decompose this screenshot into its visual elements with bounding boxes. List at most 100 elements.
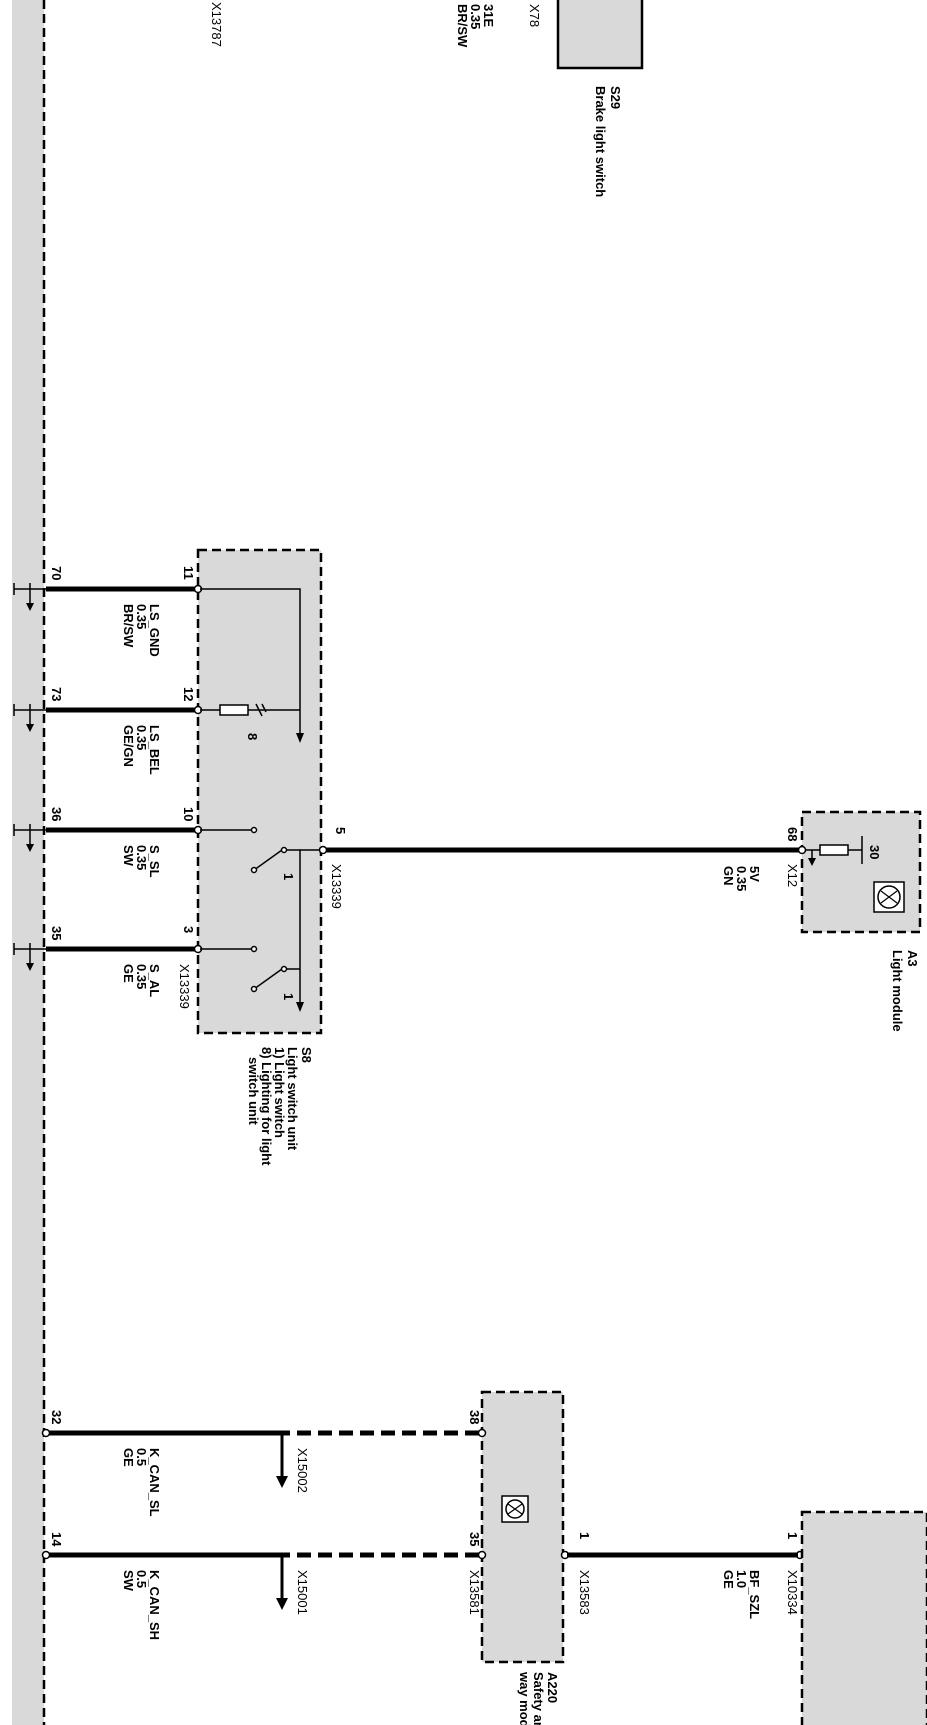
- k-can-sl-size: 0.5: [134, 1448, 149, 1466]
- k-can-sl-signal: K_CAN_SL: [147, 1448, 162, 1517]
- brake-switch-name: Brake light switch: [593, 86, 608, 197]
- terminal-arrow-70: [26, 603, 34, 611]
- s8-pin-10: 10: [181, 807, 196, 821]
- safety-pin-38-mark: [477, 1428, 487, 1438]
- s8-pin-12: 12: [181, 687, 196, 701]
- s8-lamp-arrows: [255, 703, 267, 717]
- light-module-internal: [806, 836, 863, 864]
- light-module-box: [800, 810, 922, 934]
- k-can-sl-color: GE: [121, 1448, 136, 1467]
- s8-gnd-line: [200, 588, 301, 735]
- safety-module-name2: way modu: [517, 1671, 532, 1725]
- splice-arrows: [276, 1476, 288, 1610]
- splice-x15002: X15002: [295, 1448, 310, 1493]
- light-module-ecu-icon: [873, 881, 905, 913]
- safety-module-box: [480, 1390, 565, 1664]
- s8-id: S8: [299, 1047, 314, 1063]
- light-module-node-30: 30: [867, 845, 882, 859]
- s8-part1: 1) Light switch: [272, 1047, 287, 1138]
- bf-szl-signal: BF_SZL: [747, 1570, 762, 1619]
- s-sl-size: 0.35: [134, 845, 149, 870]
- bottom-right-connector: X10334: [785, 1570, 800, 1615]
- light-module-pin-68: 68: [785, 827, 800, 841]
- light-module-wire-size: 0.35: [734, 866, 749, 891]
- light-module-id: A3: [905, 950, 920, 967]
- can-pin-32: 32: [49, 1410, 64, 1424]
- s8-switch2-number: 1: [281, 993, 296, 1000]
- left-module-strip: [12, 0, 44, 1725]
- s-al-color: GE: [121, 964, 136, 983]
- brake-switch-wire-color: BR/SW: [455, 4, 470, 48]
- s8-wires: [46, 586, 196, 952]
- light-module-resistor: [819, 844, 849, 856]
- s8-part2: 8) Lighting for light: [259, 1047, 274, 1166]
- terminal-arrow-73: [26, 724, 34, 732]
- bf-szl-size: 1.0: [734, 1570, 749, 1588]
- s8-gnd-arrow: [296, 733, 304, 743]
- brake-switch-id: S29: [608, 86, 623, 109]
- s8-lamp-resistor: [219, 704, 249, 716]
- safety-connector-x13581: X13581: [467, 1570, 482, 1615]
- s8-pin-3: 3: [181, 926, 196, 933]
- terminal-35: [13, 943, 46, 965]
- safety-pin-1: 1: [577, 1532, 592, 1539]
- s8-internal-arrows: [296, 733, 304, 1012]
- light-module-wire-color: GN: [721, 866, 736, 886]
- k-can-sh-color: SW: [121, 1570, 136, 1592]
- left-terminals: [13, 583, 46, 965]
- s-al-signal: S_AL: [147, 964, 162, 997]
- s8-switch1-number: 1: [281, 873, 296, 880]
- ls-gnd-color: BR/SW: [121, 604, 136, 648]
- can-wires: [46, 1430, 480, 1600]
- s-sl-color: SW: [121, 845, 136, 867]
- bottom-right-box: [800, 1510, 927, 1725]
- ls-bel-signal: LS_BEL: [147, 725, 162, 775]
- terminal-arrow-36: [26, 844, 34, 852]
- s8-switch1-blade: [253, 849, 283, 871]
- s8-pin-11: 11: [181, 566, 196, 580]
- s8-switch1-contact-a: [250, 826, 258, 834]
- ecu-icon-cross: [880, 890, 898, 904]
- can-left-mark-32: [41, 1428, 51, 1438]
- terminal-73: [13, 704, 46, 726]
- safety-pin-38: 38: [467, 1410, 482, 1424]
- k-can-sh-signal: K_CAN_SH: [147, 1570, 162, 1640]
- s8-pin-5-mark: [318, 845, 328, 855]
- safety-ecu-cross: [507, 1503, 523, 1515]
- brake-switch-wire-size: 0.35: [468, 4, 483, 29]
- terminal-36: [13, 824, 46, 846]
- s-sl-signal: S_SL: [147, 845, 162, 878]
- s8-lamp-8: 8: [245, 733, 260, 740]
- light-module-ground-arrow: [808, 858, 816, 866]
- terminal-arrow-35: [26, 963, 34, 971]
- terminal-arrows: [26, 603, 34, 971]
- ls-gnd-size: 0.35: [134, 604, 149, 629]
- safety-ecu-circle: [505, 1499, 525, 1519]
- safety-module-id: A220: [545, 1672, 560, 1703]
- pin-36: 36: [49, 807, 64, 821]
- brake-light-switch-box: [556, 0, 644, 70]
- can-left-mark-14: [41, 1550, 51, 1560]
- safety-connector-x13583: X13583: [577, 1570, 592, 1615]
- light-module-pin-68-mark: [797, 845, 807, 855]
- safety-pin-35-mark: [477, 1550, 487, 1560]
- safety-module-ecu-icon: [501, 1495, 529, 1523]
- bf-szl-color: GE: [721, 1570, 736, 1589]
- safety-pin-35: 35: [467, 1532, 482, 1546]
- s8-internal-circuit: [200, 588, 321, 1004]
- can-pin-14: 14: [49, 1532, 64, 1547]
- splice-x15002-arrow: [276, 1476, 288, 1488]
- bottom-right-pin-1: 1: [785, 1532, 800, 1539]
- splice-x15001: X15001: [295, 1570, 310, 1615]
- brake-switch-wire-signal: 31E: [481, 4, 496, 27]
- s8-part2b: switch unit: [246, 1057, 261, 1126]
- safety-module-name1: Safety anc: [531, 1672, 546, 1725]
- pin-73: 73: [49, 687, 64, 701]
- s8-connector-label: X13339: [177, 964, 192, 1009]
- s8-switch2-contact-b: [250, 985, 258, 993]
- ls-gnd-signal: LS_GND: [147, 604, 162, 657]
- ls-bel-size: 0.35: [134, 725, 149, 750]
- s8-bus-arrow: [296, 1002, 304, 1012]
